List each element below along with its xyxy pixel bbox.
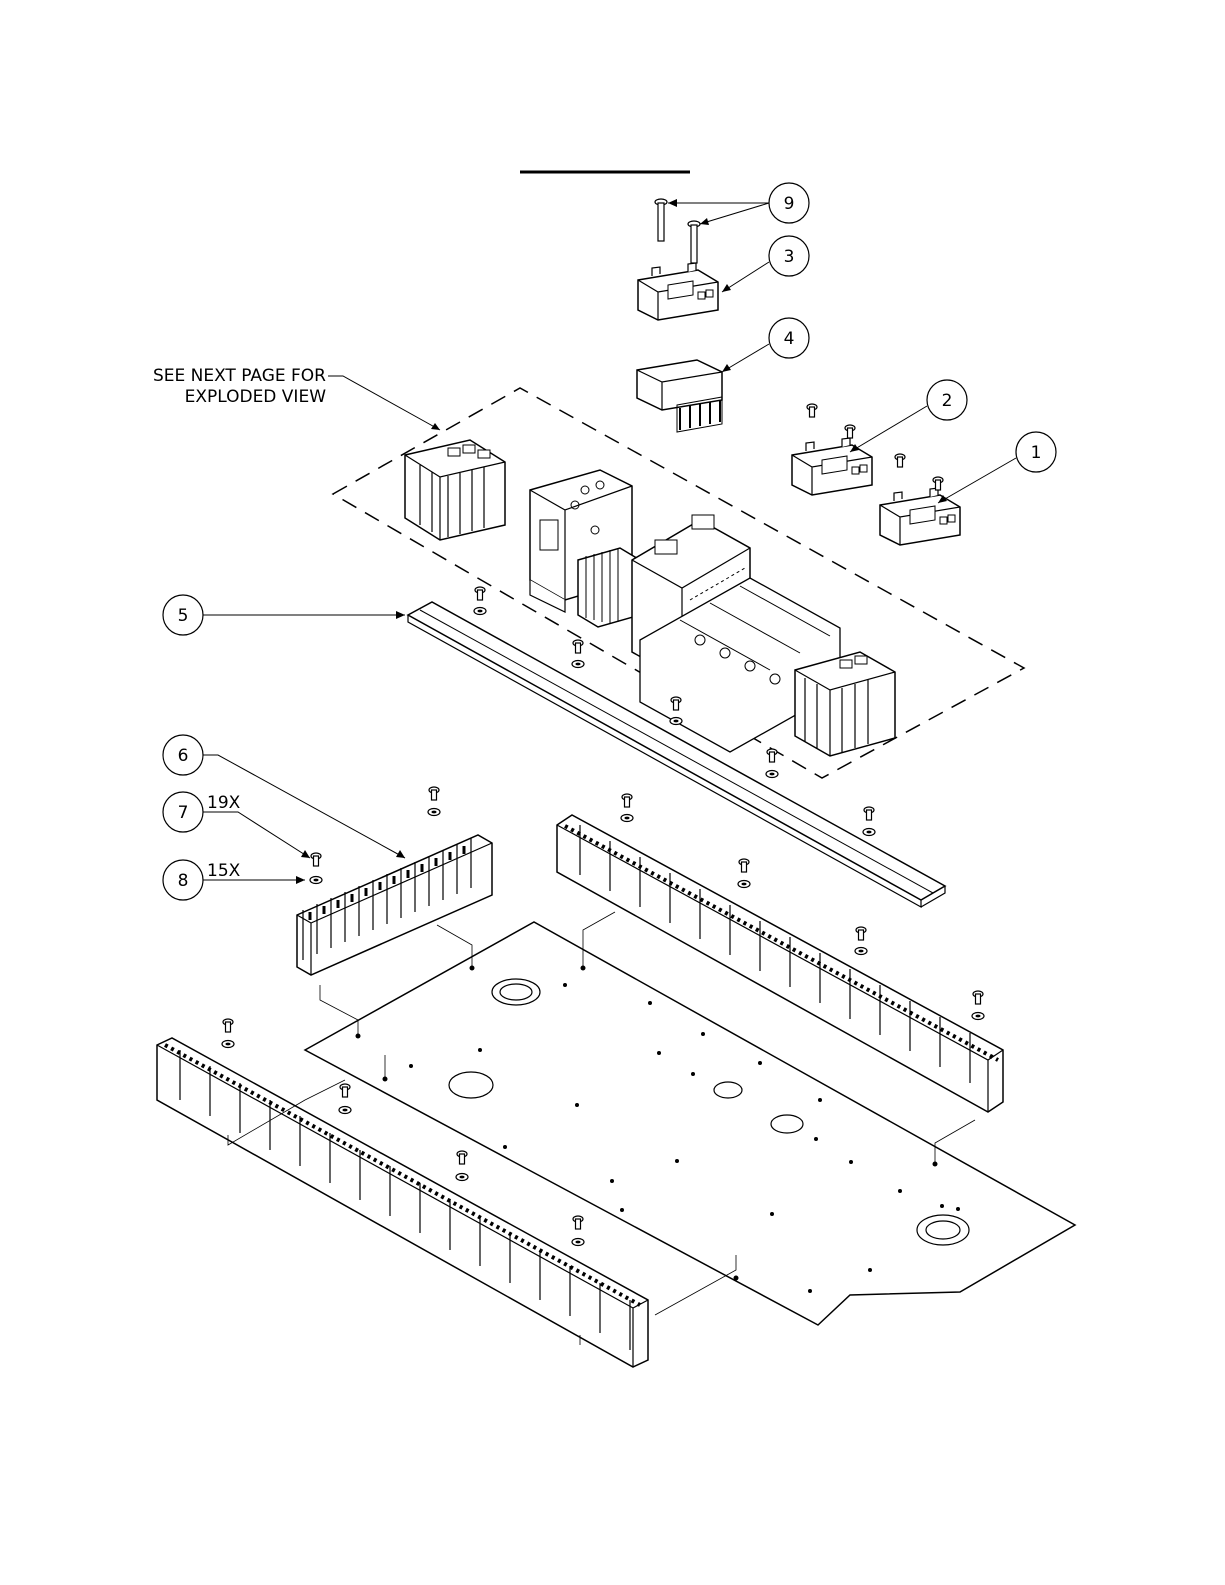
note-line-2: EXPLODED VIEW	[150, 387, 326, 408]
rail-screw	[475, 587, 485, 600]
wire-duct-upper-left	[297, 835, 492, 975]
rail-washer	[474, 608, 486, 615]
callout-6-number: 6	[178, 746, 189, 766]
callout-9: 9	[668, 183, 809, 225]
duct-screw	[457, 1151, 467, 1164]
duct-washer	[621, 815, 633, 822]
callout-8-number: 8	[178, 871, 189, 891]
callout-9-number: 9	[784, 194, 795, 214]
quantity-item-8: 15X	[207, 861, 240, 881]
duct-washer	[456, 1174, 468, 1181]
callout-6: 6	[163, 735, 405, 858]
duct-washer	[428, 809, 440, 816]
duct-screw	[311, 853, 321, 866]
duct-washer	[572, 1239, 584, 1246]
rail-screw	[864, 807, 874, 820]
duct-screw	[622, 794, 632, 807]
quantity-item-7: 19X	[207, 793, 240, 813]
duct-washer	[855, 948, 867, 955]
screw-item-9b	[688, 221, 700, 263]
callout-1: 1	[938, 432, 1056, 503]
callout-2: 2	[850, 380, 967, 452]
relay-item-1	[880, 488, 960, 545]
callout-5: 5	[163, 595, 405, 635]
rail-washer	[670, 718, 682, 725]
callout-2-number: 2	[942, 391, 953, 411]
heatsink-item-4	[637, 360, 722, 432]
duct-washer	[972, 1013, 984, 1020]
base-plate	[305, 922, 1075, 1325]
duct-screw	[223, 1019, 233, 1032]
duct-screw	[429, 787, 439, 800]
relay-item-3	[638, 263, 718, 320]
terminal-block-group-left	[405, 440, 505, 540]
rail-screw	[767, 749, 777, 762]
duct-screw	[973, 991, 983, 1004]
note-line-1: SEE NEXT PAGE FOR	[150, 366, 326, 387]
duct-washer	[738, 881, 750, 888]
callout-1-number: 1	[1031, 443, 1042, 463]
callout-4-number: 4	[784, 329, 795, 349]
relay-screw	[845, 425, 855, 438]
rail-washer	[572, 661, 584, 668]
duct-washer	[222, 1041, 234, 1048]
rail-screw	[573, 640, 583, 653]
see-next-page-note: SEE NEXT PAGE FOR EXPLODED VIEW	[150, 366, 326, 408]
screw-item-9a	[655, 199, 667, 241]
duct-screw	[856, 927, 866, 940]
callout-7-number: 7	[178, 803, 189, 823]
relay-screw	[807, 404, 817, 417]
rail-washer	[863, 829, 875, 836]
callout-3: 3	[722, 236, 809, 292]
duct-screw	[573, 1216, 583, 1229]
callout-3-number: 3	[784, 247, 795, 267]
callout-5-number: 5	[178, 606, 189, 626]
terminal-strip-center	[578, 548, 640, 627]
terminal-block-group-right	[795, 652, 895, 756]
callout-4: 4	[722, 318, 809, 372]
note-leader	[328, 376, 440, 430]
duct-screw	[340, 1084, 350, 1097]
relay-screw	[895, 454, 905, 467]
duct-washer	[339, 1107, 351, 1114]
duct-screw	[739, 859, 749, 872]
rail-washer	[766, 771, 778, 778]
duct-washer	[310, 877, 322, 884]
